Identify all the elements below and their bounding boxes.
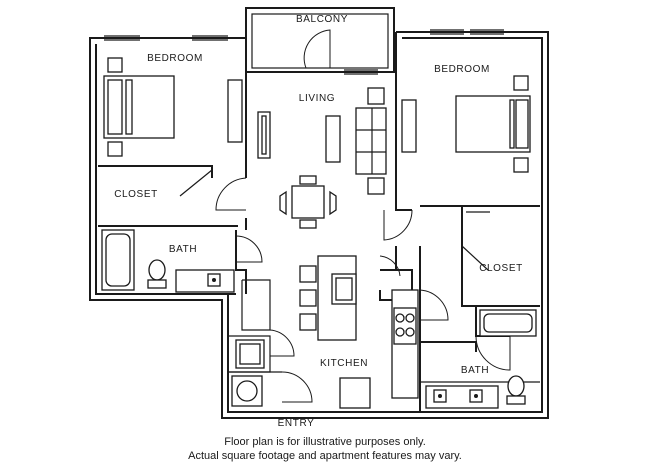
living-furniture [257, 87, 387, 195]
sofa [355, 107, 387, 175]
interior-walls [98, 32, 540, 412]
kitchen-label: KITCHEN [320, 358, 368, 369]
bath-left-label: BATH [169, 244, 197, 255]
living-label: LIVING [299, 93, 335, 104]
bath-left-fixtures [101, 229, 235, 293]
fridge [339, 377, 371, 409]
bath-right-label: BATH [461, 365, 489, 376]
kitchen-island [299, 255, 357, 341]
kitchen-counter [339, 289, 419, 409]
bath-right-fixtures [425, 309, 537, 409]
exterior-walls [89, 7, 549, 419]
windows [104, 29, 504, 75]
closet-left-label: CLOSET [114, 189, 158, 200]
laundry [231, 339, 265, 407]
entry-label: ENTRY [278, 418, 315, 429]
disclaimer-line-2: Actual square footage and apartment feat… [188, 450, 462, 462]
bedroom-left-label: BEDROOM [147, 53, 203, 64]
door-swings [215, 29, 511, 403]
closet-right-label: CLOSET [479, 263, 523, 274]
bed-left [103, 57, 243, 157]
floor-plan: BALCONY BEDROOM BEDROOM LIVING CLOSET CL… [89, 7, 549, 429]
stove [393, 307, 417, 345]
bed-right [401, 75, 531, 173]
balcony-label: BALCONY [296, 14, 348, 25]
bedroom-right-label: BEDROOM [434, 64, 490, 75]
dining-table [279, 175, 337, 229]
disclaimer-line-1: Floor plan is for illustrative purposes … [224, 436, 426, 448]
